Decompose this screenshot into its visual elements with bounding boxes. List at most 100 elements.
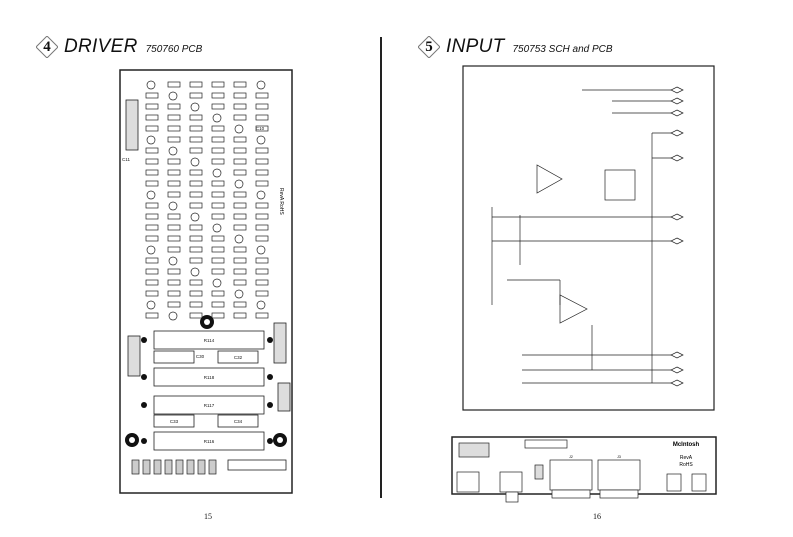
pcb-component: [189, 147, 203, 154]
pcb-component: [211, 290, 225, 297]
input-schematic-diagram: [462, 65, 715, 411]
pcb-component: [145, 92, 159, 99]
pcb-component: [211, 147, 225, 154]
pcb-component: [233, 191, 247, 198]
pcb-component: [256, 300, 266, 310]
input-pcb-diagram: McIntosh RevA RoHS J2 J3: [451, 436, 717, 503]
pcb-component: [164, 459, 173, 475]
pcb-component: [255, 103, 269, 110]
label-c32: C32: [234, 355, 243, 360]
pcb-component: [234, 289, 244, 299]
pcb-component: [233, 312, 247, 319]
pcb-component: [145, 147, 159, 154]
pcb-component: [212, 278, 222, 288]
pcb-component: [189, 202, 203, 209]
pcb-component: [233, 147, 247, 154]
pcb-component: [212, 168, 222, 178]
pcb-component: [255, 202, 269, 209]
pcb-component: [233, 81, 247, 88]
pcb-component: [167, 103, 181, 110]
pcb-component: [255, 290, 269, 297]
pcb-component: [197, 459, 206, 475]
pcb-component: [189, 257, 203, 264]
label-rev: RevA RoHS: [278, 188, 284, 215]
pcb-component: [167, 169, 181, 176]
pcb-component: [189, 279, 203, 286]
pcb-component: [145, 169, 159, 176]
section-subtitle: 750760 PCB: [145, 44, 203, 55]
pcb-component: [233, 246, 247, 253]
pcb-component: [190, 102, 200, 112]
label-rev: RevA: [680, 455, 693, 461]
pcb-component: [256, 135, 266, 145]
pcb-component: [190, 267, 200, 277]
label-c33: C33: [170, 419, 179, 424]
label-j3: J3: [617, 455, 621, 459]
pcb-component: [145, 114, 159, 121]
pcb-component: [211, 103, 225, 110]
pcb-component: [168, 91, 178, 101]
pcb-component: [189, 114, 203, 121]
pcb-component: [145, 103, 159, 110]
pcb-component: [146, 190, 156, 200]
pcb-component: [208, 459, 217, 475]
pcb-component: [212, 113, 222, 123]
pcb-component: [190, 212, 200, 222]
pcb-component: [145, 213, 159, 220]
pcb-component: [234, 179, 244, 189]
pcb-component: [168, 201, 178, 211]
page-divider: [380, 37, 382, 498]
pcb-component: [211, 268, 225, 275]
page-number-right: 16: [593, 512, 601, 521]
pcb-component: [255, 312, 269, 319]
pcb-component: [167, 235, 181, 242]
driver-pcb-diagram: R114 R118 R117 R116 C30 C32 C33 C34 C11 …: [119, 69, 293, 494]
pcb-component: [233, 158, 247, 165]
pcb-component: [145, 224, 159, 231]
pcb-component: [175, 459, 184, 475]
pcb-component: [189, 235, 203, 242]
pcb-component: [233, 268, 247, 275]
pcb-component: [146, 300, 156, 310]
pcb-component: [233, 279, 247, 286]
pcb-component: [233, 213, 247, 220]
pcb-component: [255, 92, 269, 99]
pcb-component: [167, 290, 181, 297]
pcb-component: [233, 92, 247, 99]
right-section-header: 5 INPUT 750753 SCH and PCB: [418, 36, 613, 58]
pcb-component: [256, 245, 266, 255]
label-r117: R117: [204, 403, 215, 408]
pcb-component: [233, 202, 247, 209]
pcb-component: [255, 147, 269, 154]
section-title: DRIVER: [64, 36, 138, 57]
pcb-component: [233, 169, 247, 176]
pcb-component: [234, 124, 244, 134]
pcb-component: [211, 158, 225, 165]
pcb-component: [189, 136, 203, 143]
pcb-component: [255, 279, 269, 286]
pcb-component: [211, 213, 225, 220]
pcb-component: [145, 279, 159, 286]
pcb-component: [186, 459, 195, 475]
pcb-component: [167, 213, 181, 220]
label-c10: C10: [256, 126, 265, 131]
pcb-component: [167, 158, 181, 165]
pcb-component: [211, 92, 225, 99]
pcb-component: [167, 224, 181, 231]
pcb-component: [211, 136, 225, 143]
section-number-badge: 5: [418, 36, 440, 58]
pcb-component: [189, 312, 203, 319]
pcb-component: [145, 235, 159, 242]
pcb-component: [233, 136, 247, 143]
pcb-component: [167, 279, 181, 286]
pcb-component: [145, 312, 159, 319]
pcb-component: [211, 235, 225, 242]
pcb-component: [153, 459, 162, 475]
section-title: INPUT: [446, 36, 505, 57]
pcb-component: [167, 180, 181, 187]
pcb-component: [255, 180, 269, 187]
label-c30: C30: [196, 354, 205, 359]
pcb-component: [189, 125, 203, 132]
pcb-component: [211, 202, 225, 209]
pcb-component: [168, 311, 178, 321]
